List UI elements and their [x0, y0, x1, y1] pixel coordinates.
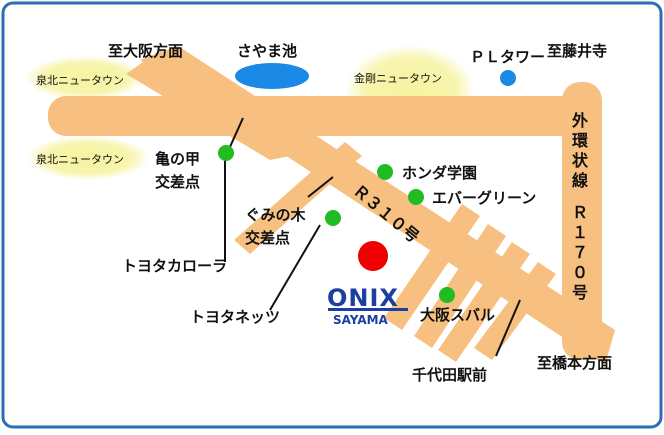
r170-char: ７ [572, 243, 588, 262]
label-gumi-2: 交差点 [245, 229, 290, 247]
road-r170 [562, 82, 602, 360]
label-chiyoda-station: 千代田駅前 [412, 366, 487, 384]
label-toyota-corolla: トヨタカローラ [122, 257, 227, 275]
label-senboku-newtown-2: 泉北ニュータウン [36, 152, 124, 166]
label-osaka-subaru: 大阪スバル [420, 306, 495, 324]
r170-char: １ [572, 223, 588, 242]
outer-ring-char: 状 [572, 151, 589, 170]
road-horizontal [48, 96, 600, 136]
onix-logo-sub: SAYAMA [333, 313, 389, 327]
pointer-lines [224, 117, 521, 357]
pl-tower-dot [500, 70, 516, 86]
cross-street-3 [414, 224, 506, 348]
onix-logo-bar [328, 308, 408, 311]
outer-ring-char: 線 [572, 171, 588, 190]
label-kamenoko-1: 亀の甲 [155, 150, 200, 168]
r170-char: ０ [572, 263, 588, 282]
label-r170: Ｒ １ ７ ０ 号 [572, 203, 588, 302]
outer-ring-char: 外 [571, 111, 588, 130]
label-outer-ring-road: 外 環 状 線 [571, 111, 589, 190]
label-gumi-1: ぐみの木 [245, 206, 306, 224]
cross-street-2 [384, 204, 480, 330]
toyota-netz-dot [325, 210, 341, 226]
r170-char: Ｒ [572, 203, 588, 222]
sayama-pond [235, 63, 309, 89]
cross-street-1 [234, 142, 362, 254]
onix-logo-brand: ONIX [327, 284, 399, 312]
label-toyota-netz: トヨタネッツ [190, 308, 280, 326]
onix-sayama-logo: ONIX SAYAMA [327, 284, 408, 327]
cross-street-4 [438, 242, 530, 362]
honda-dot [377, 164, 393, 180]
label-kamenoko-2: 交差点 [155, 173, 200, 191]
senboku-newtown-area-1 [25, 56, 145, 100]
label-pl-tower: ＰＬタワー [470, 48, 545, 66]
subaru-dot [439, 287, 455, 303]
road-branch-upper-left [126, 50, 310, 160]
senboku-newtown-area-2 [26, 136, 150, 180]
kamenoko-dot [218, 145, 234, 161]
label-evergreen: エバーグリーン [432, 189, 536, 207]
evergreen-dot [408, 189, 424, 205]
label-to-osaka: 至大阪方面 [108, 42, 183, 60]
label-to-fujiidera: 至藤井寺 [547, 42, 607, 60]
label-honda: ホンダ学園 [402, 164, 477, 182]
r170-char: 号 [572, 283, 588, 302]
label-kongo-newtown: 金剛ニュータウン [354, 71, 442, 85]
label-to-hashimoto: 至橋本方面 [537, 354, 612, 372]
onix-location-marker [358, 241, 388, 271]
outer-ring-char: 環 [572, 131, 589, 150]
label-sayama-pond: さやま池 [237, 42, 297, 60]
label-senboku-newtown-1: 泉北ニュータウン [36, 73, 124, 87]
